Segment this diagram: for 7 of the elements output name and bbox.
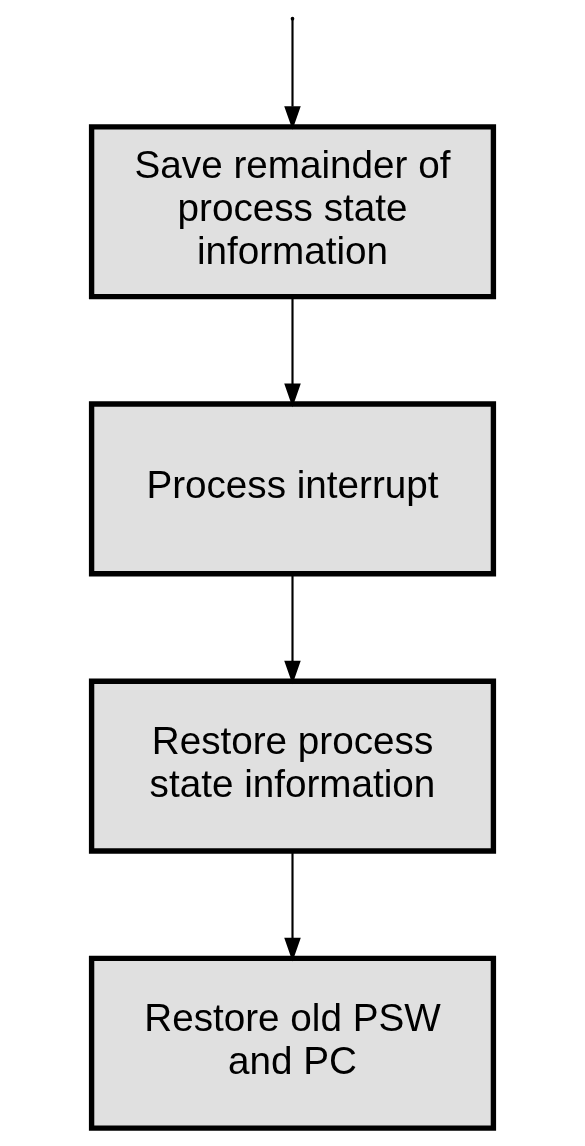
- arrow: [284, 19, 301, 130]
- node-box: Save remainder of process state information: [88, 124, 497, 300]
- arrow: [284, 851, 301, 962]
- node-box: Process interrupt: [88, 401, 497, 577]
- arrow: [284, 297, 301, 408]
- node-box: Restore process state information: [88, 678, 497, 854]
- node-box: Restore old PSW and PC: [88, 955, 497, 1131]
